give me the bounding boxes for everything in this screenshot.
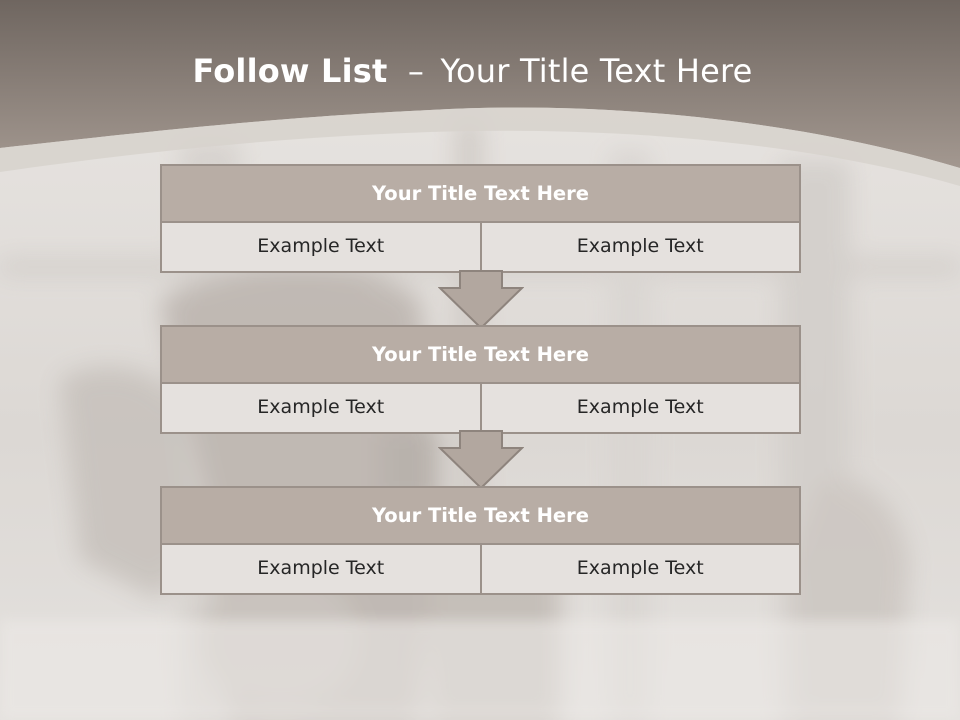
step-cell-left: Example Text <box>162 545 480 593</box>
step-box-3: Your Title Text Here Example Text Exampl… <box>160 486 801 595</box>
slide-title: Follow List – Your Title Text Here <box>0 52 945 90</box>
step-box-1: Your Title Text Here Example Text Exampl… <box>160 164 801 273</box>
step-cell-right: Example Text <box>479 545 799 593</box>
step-cell-right: Example Text <box>479 223 799 271</box>
down-arrow-icon <box>438 270 524 330</box>
step-row: Example Text Example Text <box>162 545 799 593</box>
step-title: Your Title Text Here <box>162 327 799 384</box>
step-cell-left: Example Text <box>162 223 480 271</box>
title-bold: Follow List <box>192 52 388 90</box>
step-cell-right: Example Text <box>479 384 799 432</box>
title-rest: Your Title Text Here <box>440 52 753 90</box>
down-arrow-icon <box>438 430 524 490</box>
step-row: Example Text Example Text <box>162 223 799 271</box>
step-title: Your Title Text Here <box>162 166 799 223</box>
title-dash: – <box>407 52 425 90</box>
step-box-2: Your Title Text Here Example Text Exampl… <box>160 325 801 434</box>
step-row: Example Text Example Text <box>162 384 799 432</box>
step-cell-left: Example Text <box>162 384 480 432</box>
step-title: Your Title Text Here <box>162 488 799 545</box>
